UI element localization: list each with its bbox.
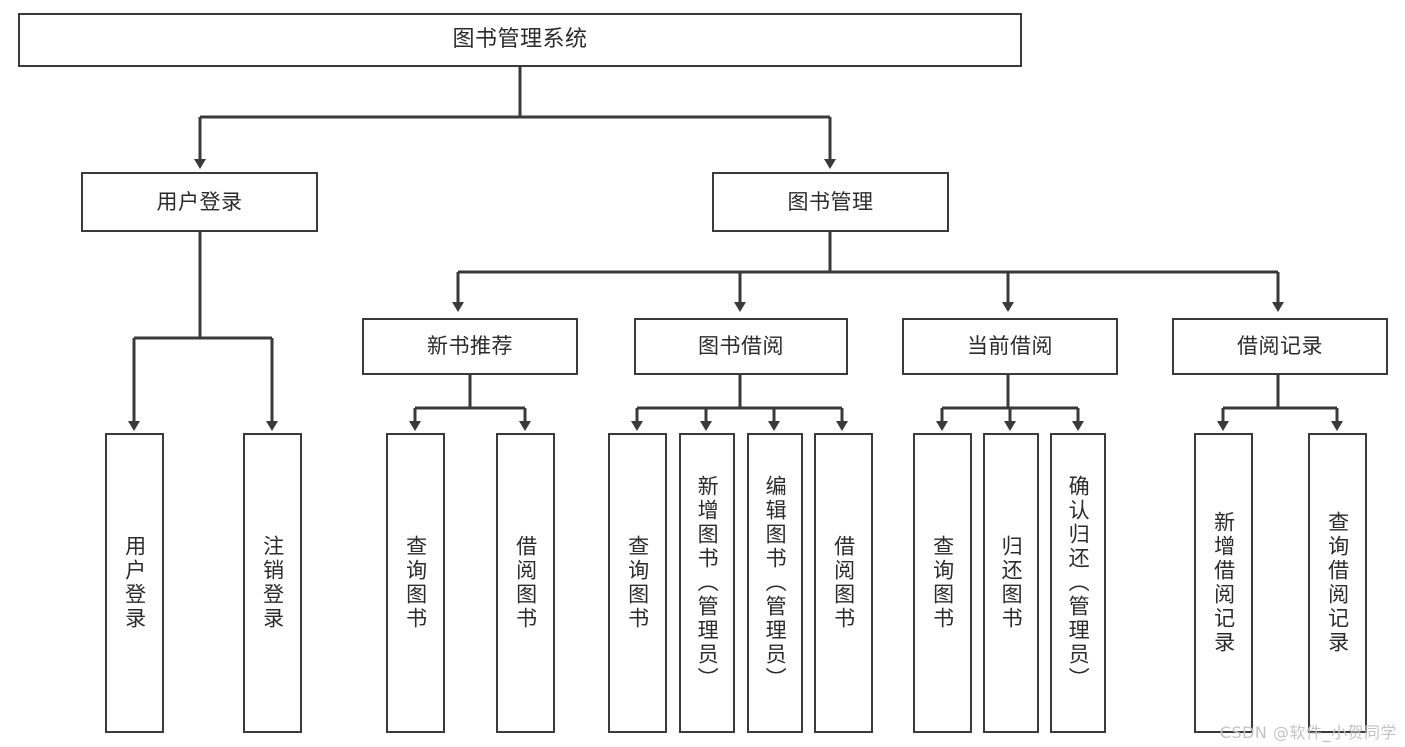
node-label: 借阅图书 (513, 535, 538, 631)
node-label: 编辑图书（管理员） (763, 475, 788, 691)
node-label: 新增借阅记录 (1211, 511, 1236, 655)
node-label: 借阅记录 (1237, 334, 1323, 359)
node-label: 借阅图书 (831, 535, 856, 631)
node-leaf-borrow-book[interactable]: 借阅图书 (814, 433, 873, 733)
node-leaf-query-book-current[interactable]: 查询图书 (913, 433, 972, 733)
node-leaf-borrow-book-recommend[interactable]: 借阅图书 (496, 433, 555, 733)
node-leaf-confirm-return-admin[interactable]: 确认归还（管理员） (1050, 433, 1106, 733)
node-label: 查询图书 (403, 535, 428, 631)
node-label: 查询图书 (625, 535, 650, 631)
node-label: 查询图书 (930, 535, 955, 631)
node-label: 图书借阅 (698, 334, 784, 359)
node-leaf-query-borrow-record[interactable]: 查询借阅记录 (1308, 433, 1367, 733)
node-label: 用户登录 (122, 535, 147, 631)
node-new-book-recommend[interactable]: 新书推荐 (362, 318, 578, 375)
node-label: 新增图书（管理员） (695, 475, 720, 691)
node-leaf-query-book-borrow[interactable]: 查询图书 (608, 433, 667, 733)
node-book-management[interactable]: 图书管理 (712, 172, 949, 232)
node-label: 当前借阅 (967, 334, 1053, 359)
node-label: 归还图书 (999, 535, 1024, 631)
node-leaf-add-borrow-record[interactable]: 新增借阅记录 (1194, 433, 1253, 733)
node-borrow-records[interactable]: 借阅记录 (1172, 318, 1388, 375)
node-label: 图书管理 (787, 189, 874, 214)
node-leaf-add-book-admin[interactable]: 新增图书（管理员） (679, 433, 735, 733)
node-label: 用户登录 (156, 189, 243, 214)
node-root-system[interactable]: 图书管理系统 (18, 13, 1022, 67)
node-label: 确认归还（管理员） (1066, 475, 1091, 691)
node-leaf-edit-book-admin[interactable]: 编辑图书（管理员） (747, 433, 803, 733)
node-current-borrow[interactable]: 当前借阅 (902, 318, 1118, 375)
node-label: 注销登录 (260, 535, 285, 631)
node-label: 新书推荐 (427, 334, 513, 359)
node-leaf-return-book[interactable]: 归还图书 (983, 433, 1039, 733)
node-label: 查询借阅记录 (1325, 511, 1350, 655)
node-leaf-logout[interactable]: 注销登录 (243, 433, 302, 733)
node-leaf-query-book-recommend[interactable]: 查询图书 (386, 433, 445, 733)
node-book-borrow[interactable]: 图书借阅 (634, 318, 848, 375)
node-label: 图书管理系统 (452, 27, 588, 53)
node-user-login[interactable]: 用户登录 (81, 172, 318, 232)
node-leaf-user-login[interactable]: 用户登录 (105, 433, 164, 733)
